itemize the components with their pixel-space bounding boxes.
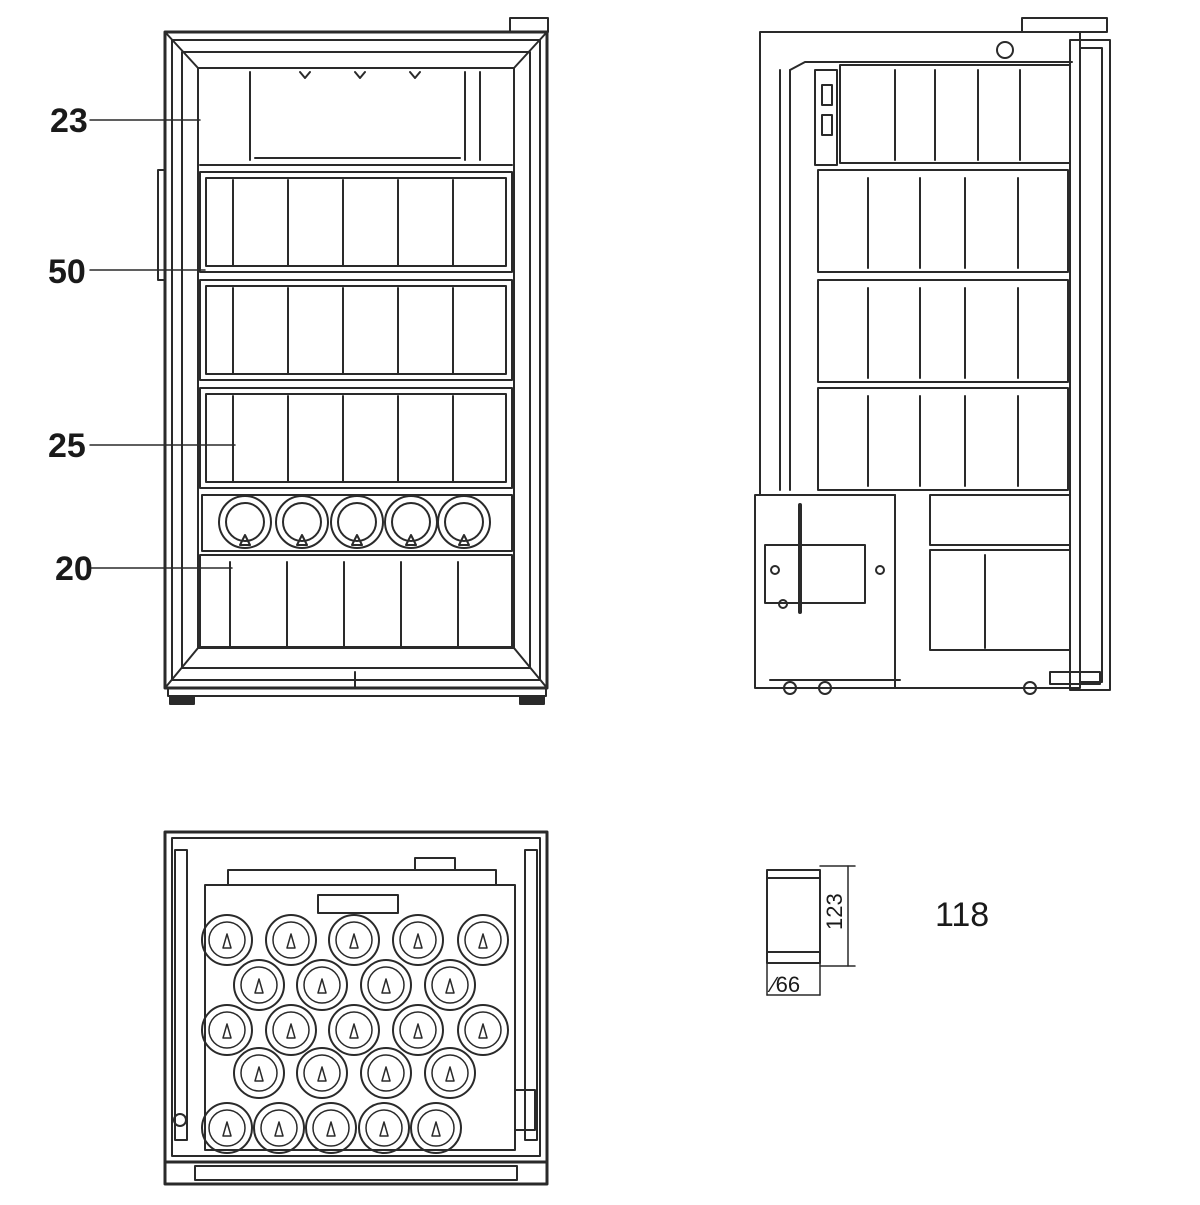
can-pull-tab [381,978,391,994]
can-pull-tab [317,978,327,994]
can-pull-tab [254,1066,264,1082]
can-top-view-rim [335,1011,373,1049]
can-pull-tab [478,933,488,949]
can-dimension-drawing [766,865,856,996]
can-top-view-rim [240,966,278,1004]
can-top-view-rim [240,1054,278,1092]
can-top-view-rim [208,1011,246,1049]
callout-bottom-bin: 20 [55,550,93,588]
top-view-cans [201,914,509,1154]
can-top-view-rim [260,1109,298,1147]
can-pull-tab [254,978,264,994]
can-top-view [328,914,380,966]
can-top-view [457,1004,509,1056]
can-top-view-rim [303,966,341,1004]
callout-cans-middle: 50 [48,253,86,291]
can-top-view-rim [431,1054,469,1092]
can-pull-tab [286,933,296,949]
callout-cans-bottom-shelf: 25 [48,427,86,465]
top-bin [199,71,513,166]
can-top-view-rim [417,1109,455,1147]
can-top-view-rim [312,1109,350,1147]
can-top-view-rim [367,1054,405,1092]
can-top-view-rim [208,1109,246,1147]
can-top-view-rim [303,1054,341,1092]
can-shelf-3 [199,387,513,489]
can-top-view [328,1004,380,1056]
top-view [163,830,549,1186]
bottom-bin [199,554,513,648]
can-pull-tab [413,933,423,949]
can-top-view [457,914,509,966]
can-pull-tab [286,1023,296,1039]
can-top-view [253,1102,305,1154]
can-top-view [392,1004,444,1056]
can-top-view-rim [464,921,502,959]
can-pull-tab [317,1066,327,1082]
can-top-view [265,1004,317,1056]
can-pull-tab [431,1121,441,1137]
can-top-view-rim [367,966,405,1004]
can-top-view-rim [399,921,437,959]
can-top-view [360,959,412,1011]
can-top-view-rim [464,1011,502,1049]
total-capacity-label: 118 [935,896,989,934]
can-top-view [296,1047,348,1099]
can-top-view-rim [272,1011,310,1049]
lying-cans-row [201,494,513,552]
can-pull-tab [379,1121,389,1137]
can-top-view-rim [431,966,469,1004]
can-pull-tab [349,1023,359,1039]
can-shelf-2 [199,279,513,381]
can-pull-tab [349,933,359,949]
can-pull-tab [326,1121,336,1137]
callout-top-bin: 23 [50,102,88,140]
can-pull-tab [445,978,455,994]
can-pull-tab [478,1023,488,1039]
can-pull-tab [445,1066,455,1082]
can-top-view [265,914,317,966]
can-top-view [233,1047,285,1099]
can-top-view-rim [208,921,246,959]
can-pull-tab [222,1023,232,1039]
can-shelf-1 [199,171,513,273]
can-height-label: 123 [822,893,847,930]
side-view [754,17,1111,695]
can-pull-tab [222,1121,232,1137]
can-top-view [360,1047,412,1099]
can-pull-tab [381,1066,391,1082]
can-top-view [424,1047,476,1099]
can-top-view-rim [365,1109,403,1147]
can-top-view [305,1102,357,1154]
front-view [89,17,549,705]
can-top-view [296,959,348,1011]
can-pull-tab [413,1023,423,1039]
can-top-view [424,959,476,1011]
can-top-view-rim [272,921,310,959]
can-top-view [392,914,444,966]
can-diameter-label: ∕66 [767,972,800,997]
can-top-view [201,1004,253,1056]
can-pull-tab [274,1121,284,1137]
can-top-view [358,1102,410,1154]
can-top-view [233,959,285,1011]
can-top-view-rim [399,1011,437,1049]
can-top-view-rim [335,921,373,959]
can-top-view [201,1102,253,1154]
can-top-view [201,914,253,966]
can-top-view [410,1102,462,1154]
can-pull-tab [222,933,232,949]
